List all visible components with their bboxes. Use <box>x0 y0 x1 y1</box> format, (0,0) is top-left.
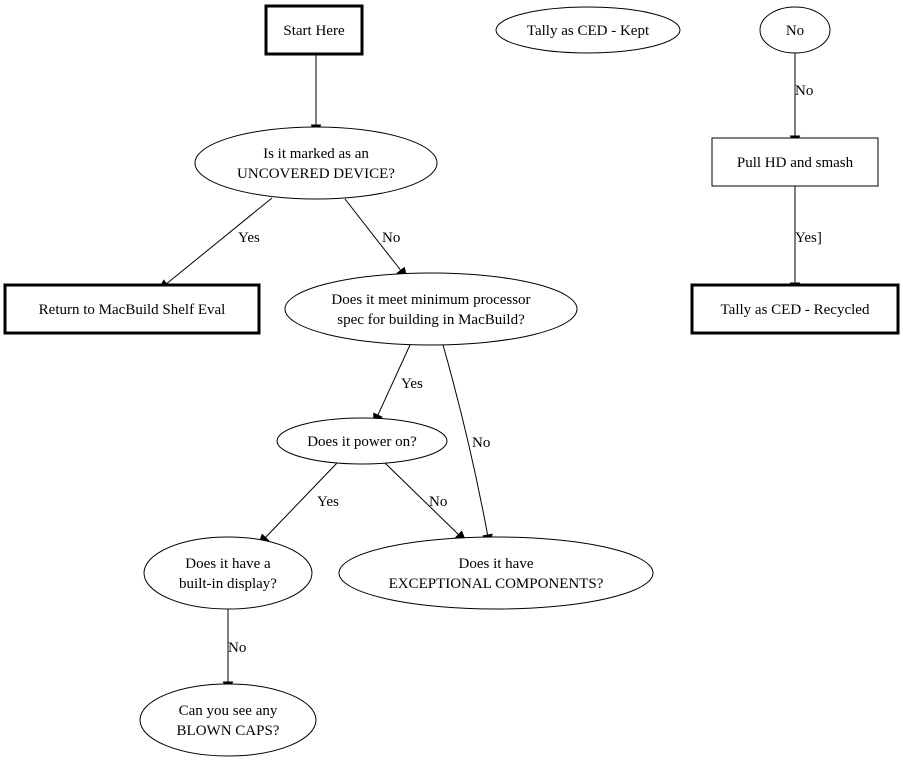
edge-power-on-to-exceptional: No <box>384 462 467 543</box>
node-label: Return to MacBuild Shelf Eval <box>39 302 226 318</box>
edge-label: No <box>795 83 813 99</box>
ellipse-shape <box>338 536 654 610</box>
node-built-in-display[interactable]: Does it have a built-in display? <box>143 536 313 610</box>
node-label: EXCEPTIONAL COMPONENTS? <box>389 576 604 592</box>
box-shape <box>3 283 261 335</box>
node-label: Does it have a <box>185 556 271 572</box>
edge-label: No <box>228 640 246 656</box>
ellipse-shape <box>139 683 317 757</box>
node-label: UNCOVERED DEVICE? <box>237 166 395 182</box>
node-label: spec for building in MacBuild? <box>337 312 525 328</box>
node-no-node[interactable]: No <box>759 6 831 54</box>
node-label: Is it marked as an <box>263 146 369 162</box>
edge-label: No <box>382 230 400 246</box>
edge-label: Yes <box>317 494 339 510</box>
node-label: Start Here <box>283 23 345 39</box>
edge-power-on-to-built-in-display: Yes <box>257 462 339 546</box>
node-label: No <box>786 23 804 39</box>
edge-label: Yes] <box>795 230 822 246</box>
edge-line <box>263 462 338 540</box>
edge-uncovered-to-return-shelf: Yes <box>157 197 273 291</box>
edge-pull-hd-to-tally-recycled: Yes] <box>789 186 822 295</box>
node-tally-recycled[interactable]: Tally as CED - Recycled <box>690 283 900 335</box>
edge-built-in-display-to-blown-caps: No <box>222 609 246 694</box>
edge-label: No <box>429 494 447 510</box>
edge-label: No <box>472 435 490 451</box>
edge-label: Yes <box>238 230 260 246</box>
node-power-on[interactable]: Does it power on? <box>276 417 448 465</box>
edge-line <box>164 197 273 286</box>
edge-no-node-to-pull-hd: No <box>789 53 813 148</box>
edge-label: Yes <box>401 376 423 392</box>
edge-min-spec-to-power-on: Yes <box>373 344 423 426</box>
box-shape <box>690 283 900 335</box>
ellipse-shape <box>194 126 438 200</box>
node-label: BLOWN CAPS? <box>177 723 280 739</box>
ellipse-shape <box>284 272 578 346</box>
edge-start-to-uncovered <box>310 54 322 137</box>
edge-uncovered-to-min-spec: No <box>344 198 408 280</box>
node-label: Tally as CED - Kept <box>527 23 650 39</box>
ellipse-shape <box>495 6 681 54</box>
box-shape <box>711 137 879 187</box>
ellipse-shape <box>143 536 313 610</box>
edge-line <box>376 344 411 418</box>
node-label: Does it power on? <box>307 434 417 450</box>
box-shape <box>264 4 364 56</box>
node-min-spec[interactable]: Does it meet minimum processor spec for b… <box>284 272 578 346</box>
edge-line <box>384 462 461 537</box>
ellipse-shape <box>759 6 831 54</box>
node-return-shelf[interactable]: Return to MacBuild Shelf Eval <box>3 283 261 335</box>
edge-line <box>344 198 403 273</box>
node-tally-kept[interactable]: Tally as CED - Kept <box>495 6 681 54</box>
edge-min-spec-to-exceptional: No <box>442 344 493 547</box>
node-label: Does it meet minimum processor <box>331 292 530 308</box>
node-pull-hd[interactable]: Pull HD and smash <box>711 137 879 187</box>
node-label: Does it have <box>459 556 534 572</box>
ellipse-shape <box>276 417 448 465</box>
node-label: Pull HD and smash <box>737 155 854 171</box>
node-label: built-in display? <box>179 576 277 592</box>
node-uncovered[interactable]: Is it marked as an UNCOVERED DEVICE? <box>194 126 438 200</box>
node-start[interactable]: Start Here <box>264 4 364 56</box>
node-label: Can you see any <box>179 703 278 719</box>
node-label: Tally as CED - Recycled <box>721 302 870 318</box>
edge-line <box>442 344 489 538</box>
